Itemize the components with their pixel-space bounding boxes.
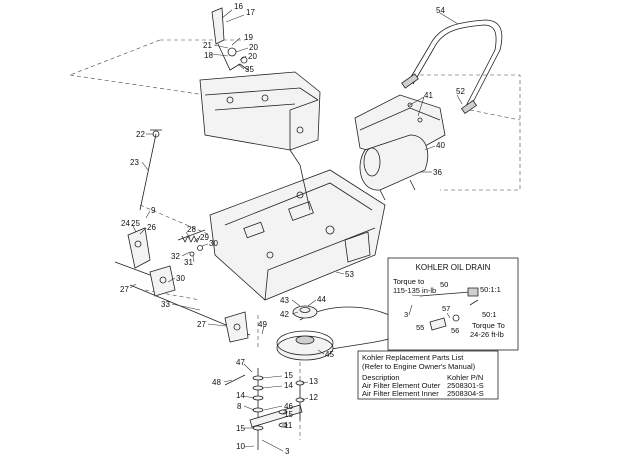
callout-11: 11 (284, 421, 293, 430)
torque-left-line1: Torque to (393, 277, 424, 286)
callout-24: 24 (121, 219, 130, 228)
callout-53: 53 (345, 270, 354, 279)
callout-9: 9 (151, 206, 156, 215)
parts-list-row-2-pn: 2508304-S (447, 389, 484, 398)
callout-47: 47 (236, 358, 245, 367)
callout-25: 25 (131, 219, 140, 228)
oil-drain-3: 3 (404, 310, 408, 319)
main-frame (209, 149, 386, 301)
pulley-small (292, 305, 318, 319)
torque-right-line1: Torque To (472, 321, 505, 330)
callout-40: 40 (436, 141, 445, 150)
callout-26: 26 (147, 223, 156, 232)
oil-drain-50-1-1: 50:1:1 (480, 285, 501, 294)
callout-52: 52 (456, 87, 465, 96)
callout-43: 43 (280, 296, 289, 305)
pivot-bracket (114, 227, 151, 276)
callout-42: 42 (280, 310, 289, 319)
callout-12: 12 (309, 393, 318, 402)
callout-30a: 30 (209, 239, 218, 248)
callout-36: 36 (433, 168, 442, 177)
callout-23: 23 (130, 158, 139, 167)
callout-10: 10 (236, 442, 245, 451)
callout-41: 41 (424, 91, 433, 100)
oil-drain-56: 56 (451, 326, 459, 335)
callout-49: 49 (258, 320, 267, 329)
callout-13: 13 (309, 377, 318, 386)
callout-35: 35 (245, 65, 254, 74)
control-tower-assembly (199, 7, 321, 151)
callout-14a: 14 (284, 381, 293, 390)
callout-15a: 15 (284, 371, 293, 380)
torque-left-line2: 115-135 in-lb (393, 286, 436, 295)
parts-list-header-pn: Kohler P/N (447, 373, 483, 382)
callout-46: 46 (284, 402, 293, 411)
callout-30b: 30 (176, 274, 185, 283)
oil-drain-57: 57 (442, 304, 450, 313)
callout-20a: 20 (249, 43, 258, 52)
hardware-stack (224, 368, 305, 450)
callout-18: 18 (204, 51, 213, 60)
callout-3: 3 (285, 447, 290, 456)
kohler-parts-list: Kohler Replacement Parts List (Refer to … (357, 350, 499, 400)
callout-31: 31 (184, 258, 193, 267)
oil-drain-title: KOHLER OIL DRAIN (416, 263, 491, 272)
kohler-oil-drain-inset: KOHLER OIL DRAIN Torque to 115-135 in-lb… (387, 257, 519, 351)
callout-44: 44 (317, 295, 326, 304)
parts-list-header-description: Description (362, 373, 400, 382)
callout-14b: 14 (236, 391, 245, 400)
callout-27a: 27 (120, 285, 129, 294)
callout-16: 16 (234, 2, 243, 11)
callout-48: 48 (212, 378, 221, 387)
callout-19: 19 (244, 33, 253, 42)
cross-shaft (129, 265, 251, 343)
pulley-large (276, 330, 334, 361)
callout-15b: 15 (284, 410, 293, 419)
leader-lines (129, 9, 463, 452)
callout-15c: 15 (236, 424, 245, 433)
linkage-rod (139, 129, 162, 211)
oil-drain-50a: 50 (440, 280, 448, 289)
callout-32: 32 (171, 252, 180, 261)
callout-33: 33 (161, 300, 170, 309)
callout-29: 29 (200, 233, 209, 242)
oil-drain-55: 55 (416, 323, 424, 332)
fuel-tank (359, 134, 429, 201)
callout-22: 22 (136, 130, 145, 139)
callout-20b: 20 (248, 52, 257, 61)
callout-45: 45 (325, 350, 334, 359)
parts-list-title-1: Kohler Replacement Parts List (362, 353, 464, 362)
callout-21: 21 (203, 41, 212, 50)
parts-list-row-2-description: Air Filter Element Inner (362, 389, 439, 398)
parts-list-row-1-description: Air Filter Element Outer (362, 381, 441, 390)
callout-labels: 16 17 19 21 20 18 20 35 54 41 52 22 23 4… (120, 2, 465, 456)
callout-17: 17 (246, 8, 255, 17)
parts-list-title-2: (Refer to Engine Owner's Manual) (362, 362, 476, 371)
callout-54: 54 (436, 6, 445, 15)
callout-27b: 27 (197, 320, 206, 329)
callout-28: 28 (187, 225, 196, 234)
oil-drain-50-1: 50:1 (482, 310, 497, 319)
spring-assembly (177, 229, 206, 257)
parts-list-row-1-pn: 2508301-S (447, 381, 484, 390)
torque-right-line2: 24-26 ft-lb (470, 330, 504, 339)
callout-8: 8 (237, 402, 242, 411)
roll-bar (401, 19, 503, 115)
